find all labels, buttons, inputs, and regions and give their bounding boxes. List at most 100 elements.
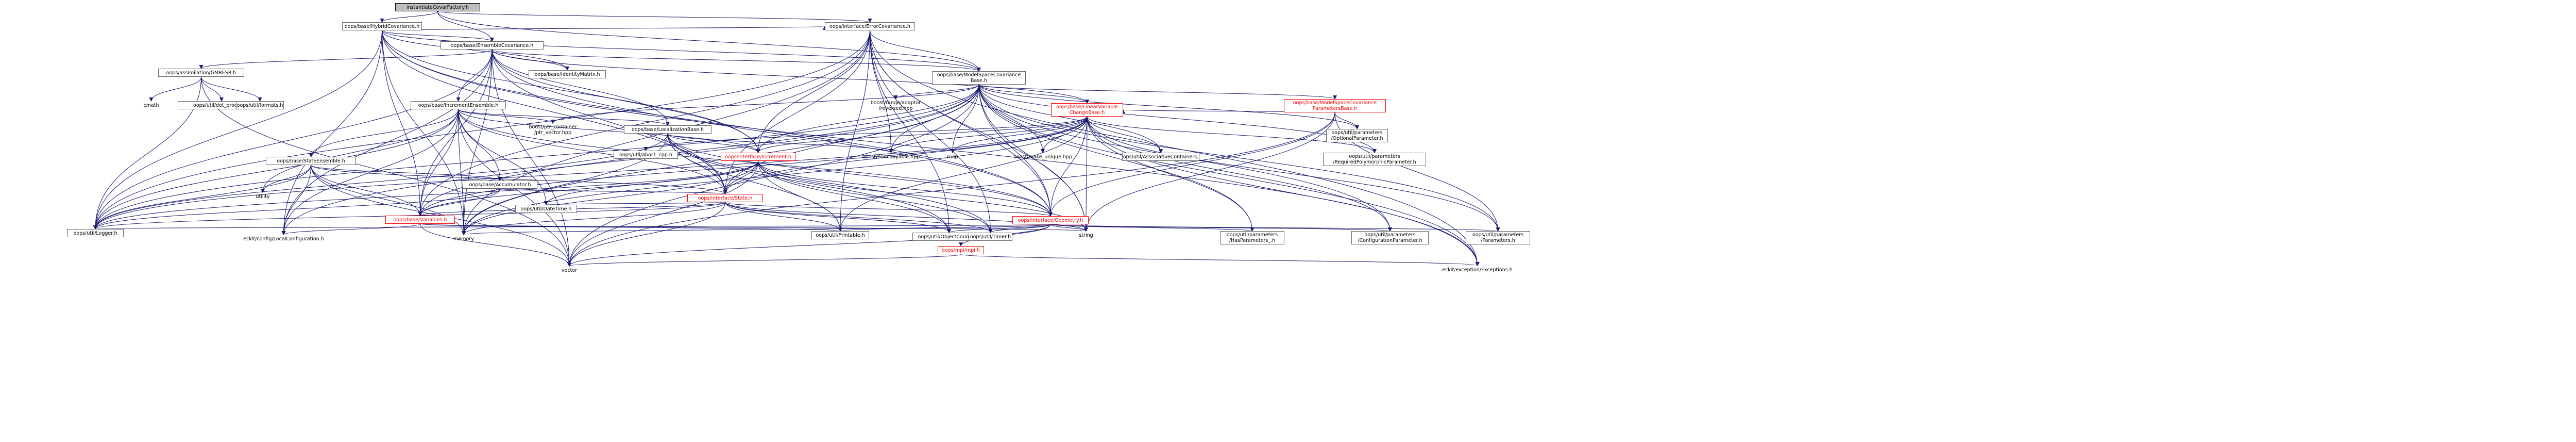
- graph-node-n5[interactable]: oops/base/IdentityMatrix.h: [529, 70, 606, 78]
- graph-node-n40[interactable]: oops/util/parameters /Parameters.h: [1466, 231, 1530, 244]
- graph-node-n10[interactable]: oops/base/IncrementEnsemble.h: [411, 101, 506, 109]
- graph-node-label: oops/util/abor1_cpp.h: [619, 152, 672, 158]
- graph-node-label: oops/base/ModelSpaceCovariance Parameter…: [1293, 100, 1377, 111]
- edge-n12-n37: [1084, 112, 1335, 232]
- edge-n1-n33: [382, 30, 466, 235]
- edge-n0-n1: [380, 11, 438, 23]
- graph-node-n21: map: [945, 153, 960, 161]
- edge-n13-n20: [889, 116, 1088, 153]
- edge-n30-n39: [1050, 224, 1392, 232]
- edge-n13-n23: [1087, 116, 1163, 153]
- graph-node-n41[interactable]: oops/mpi/mpi.h: [938, 246, 984, 254]
- edge-n2-n30: [492, 49, 1053, 217]
- graph-node-n18[interactable]: oops/util/abor1_cpp.h: [614, 151, 678, 159]
- edge-n6-n11: [893, 84, 979, 100]
- graph-node-label: string: [1079, 232, 1093, 238]
- graph-node-label: oops/base/IdentityMatrix.h: [534, 71, 600, 77]
- edge-n4-n9: [201, 76, 262, 102]
- graph-node-label: map: [947, 154, 958, 160]
- graph-node-n4[interactable]: oops/assimilation/GMRESR.h: [158, 69, 244, 77]
- edge-n13-n19: [756, 116, 1088, 153]
- edge-n6-n30: [978, 84, 1053, 217]
- edge-n13-n31: [93, 116, 1088, 230]
- graph-node-n38[interactable]: oops/util/parameters /HasParameters_.h: [1220, 231, 1284, 244]
- edge-n3-n29: [418, 30, 870, 216]
- graph-node-n20: boost/noncopyable.hpp: [859, 153, 923, 161]
- edge-n30-n40: [1050, 224, 1500, 232]
- edge-n2-n29: [418, 49, 493, 216]
- graph-node-n17[interactable]: oops/base/StateEnsemble.h: [266, 157, 356, 165]
- graph-node-n6[interactable]: oops/base/ModelSpaceCovariance Base.h: [932, 71, 1026, 85]
- edge-n6-n40: [978, 84, 1500, 232]
- edge-n10-n30: [458, 109, 1053, 217]
- graph-node-n30[interactable]: oops/interface/Geometry.h: [1012, 216, 1089, 224]
- edge-n4-n8: [201, 76, 224, 102]
- edge-n30-n31: [94, 224, 1051, 230]
- edge-n10-n27: [458, 109, 727, 194]
- edge-n12-n30: [1048, 112, 1335, 217]
- edge-n1-n5: [382, 30, 569, 71]
- graph-node-n31[interactable]: oops/util/Logger.h: [67, 229, 124, 237]
- graph-node-n13[interactable]: oops/base/LinearVariable ChangeBase.h: [1051, 103, 1123, 117]
- edge-n17-n32: [281, 165, 311, 235]
- edge-n10-n31: [93, 109, 459, 230]
- graph-node-n37: string: [1073, 231, 1099, 239]
- edge-n10-n28: [458, 109, 548, 205]
- edge-n1-n2: [382, 30, 494, 42]
- edge-n13-n18: [643, 116, 1088, 151]
- graph-node-n24[interactable]: oops/util/parameters /RequiredPolymorphi…: [1323, 153, 1426, 166]
- graph-node-n2[interactable]: oops/base/EnsembleCovariance.h: [440, 41, 544, 50]
- edge-n4-n42: [201, 76, 571, 267]
- edge-n41-n42: [567, 254, 961, 267]
- edge-n12-n16: [1334, 112, 1359, 129]
- edge-n17-n26: [311, 165, 502, 181]
- graph-node-n23[interactable]: oops/util/AssociativeContainers.h: [1122, 153, 1199, 161]
- graph-node-n34[interactable]: oops/util/Printable.h: [811, 231, 869, 239]
- graph-node-n28[interactable]: oops/util/DateTime.h: [515, 205, 577, 213]
- edge-n19-n34: [758, 160, 842, 232]
- graph-node-n15[interactable]: oops/base/LocalizationBase.h: [624, 125, 711, 134]
- edge-n15-n30: [667, 133, 1053, 217]
- graph-node-n12[interactable]: oops/base/ModelSpaceCovariance Parameter…: [1284, 99, 1386, 112]
- edge-n30-n34: [838, 224, 1051, 232]
- edge-n19-n30: [758, 160, 1053, 217]
- edge-n15-n27: [667, 133, 727, 194]
- graph-node-label: oops/util/Printable.h: [816, 232, 865, 238]
- edge-n27-n35: [725, 202, 951, 233]
- graph-node-label: oops/util/parameters /Parameters.h: [1472, 232, 1524, 243]
- graph-node-label: oops/mpi/mpi.h: [942, 247, 980, 253]
- graph-node-n0[interactable]: instantiateCovarFactory.h: [395, 3, 480, 11]
- edge-n30-n38: [1050, 224, 1255, 232]
- edge-n1-n3: [382, 26, 826, 31]
- graph-node-n19[interactable]: oops/interface/Increment.h: [721, 153, 795, 161]
- edge-n15-n36: [667, 133, 993, 233]
- graph-node-n3[interactable]: oops/interface/ErrorCovariance.h: [825, 22, 915, 30]
- edge-n3-n20: [870, 30, 893, 153]
- graph-node-n29[interactable]: oops/base/Variables.h: [385, 216, 455, 224]
- graph-node-n27[interactable]: oops/interface/State.h: [687, 194, 763, 202]
- edge-n6-n19: [756, 84, 979, 153]
- edge-n4-n7: [149, 76, 201, 102]
- edge-n13-n21: [951, 116, 1088, 153]
- graph-node-n26[interactable]: oops/base/Accumulator.h: [463, 181, 537, 189]
- edge-n2-n33: [462, 49, 493, 235]
- graph-node-label: boost/ptr_container /ptr_vector.hpp: [529, 124, 577, 136]
- edge-n10-n25: [261, 109, 459, 193]
- edge-n2-n13: [492, 49, 1089, 104]
- graph-node-n16[interactable]: oops/util/parameters /OptionalParameter.…: [1326, 129, 1388, 142]
- edge-n17-n25: [261, 165, 311, 193]
- edge-n6-n21: [951, 84, 979, 153]
- edge-n29-n34: [420, 223, 842, 232]
- edge-n19-n29: [418, 160, 758, 216]
- graph-node-n39[interactable]: oops/util/parameters /ConfigurationParam…: [1351, 231, 1429, 244]
- graph-node-n11: boost/range/adaptor /reversed.hpp: [866, 99, 925, 112]
- graph-node-n35[interactable]: oops/util/ObjectCounter.h: [912, 233, 986, 241]
- graph-node-n36[interactable]: oops/util/Timer.h: [969, 233, 1012, 241]
- graph-node-n9[interactable]: oops/util/formats.h: [236, 101, 284, 109]
- graph-node-n1[interactable]: oops/base/HybridCovariance.h: [342, 22, 422, 30]
- edge-n26-n31: [93, 188, 500, 230]
- edge-n3-n35: [870, 30, 951, 233]
- edge-n1-n27: [382, 30, 727, 194]
- edge-n19-n36: [758, 160, 993, 233]
- graph-node-label: eckit/exception/Exceptions.h: [1442, 267, 1513, 273]
